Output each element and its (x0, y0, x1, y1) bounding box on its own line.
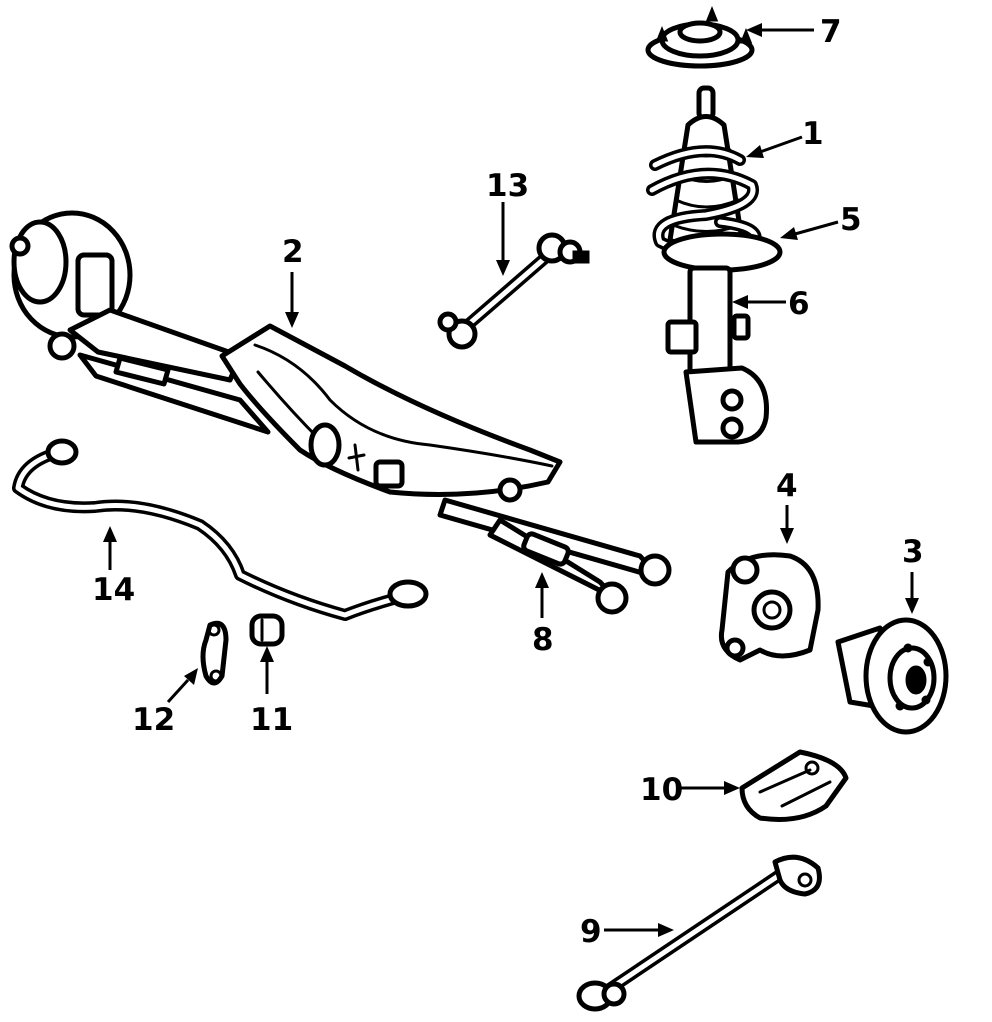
callout-14: 14 (92, 572, 135, 608)
callout-8: 8 (532, 622, 554, 658)
part-9-lateral-link (576, 854, 822, 1012)
callout-7: 7 (820, 14, 842, 50)
part-14-stabilizer-bar (12, 438, 429, 621)
callout-12: 12 (132, 702, 175, 738)
part-12-bracket (200, 620, 229, 686)
part-1-strut-assembly (646, 85, 762, 260)
callout-13: 13 (486, 168, 529, 204)
part-3-hub-bearing (835, 617, 949, 735)
callout-3: 3 (902, 534, 924, 570)
part-2-rear-axle (9, 210, 672, 615)
callout-1: 1 (802, 116, 824, 152)
part-10-control-arm-bracket (739, 749, 849, 822)
callout-4: 4 (776, 468, 798, 504)
callout-5: 5 (840, 202, 862, 238)
callout-10: 10 (640, 772, 683, 808)
part-4-knuckle (718, 552, 821, 663)
part-6-strut-body (665, 265, 769, 445)
part-11-bushing (249, 613, 285, 647)
part-13-stabilizer-link (437, 232, 590, 350)
callout-labels: 7 1 5 6 2 13 4 3 14 8 11 12 10 9 (92, 14, 924, 950)
part-5-coil-spring-seat (661, 231, 783, 273)
leader-lines (103, 23, 919, 937)
part-7-strut-mount (645, 5, 755, 69)
callout-11: 11 (250, 702, 293, 738)
callout-2: 2 (282, 234, 304, 270)
callout-6: 6 (788, 286, 810, 322)
callout-9: 9 (580, 914, 602, 950)
